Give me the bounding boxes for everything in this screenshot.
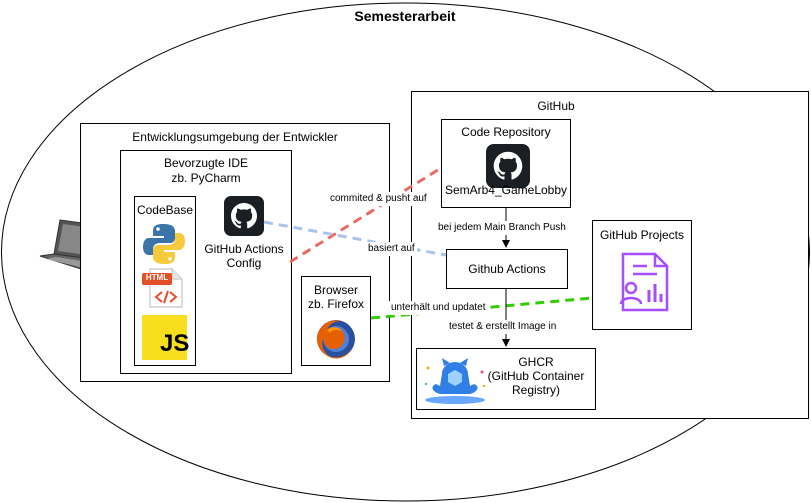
html-file-icon — [142, 268, 183, 308]
based-on-label: basiert auf — [366, 242, 417, 256]
code-repository-label: Code Repository — [461, 125, 551, 139]
github-projects-icon — [619, 252, 669, 312]
based-on-edge — [263, 220, 447, 257]
actions-config-line1: GitHub Actions — [204, 242, 284, 256]
push-trigger-label: bei jedem Main Branch Push — [436, 221, 568, 235]
github-config-icon — [224, 196, 264, 236]
ghcr-line2: (GitHub Container — [487, 369, 585, 383]
repo-name: SemArb4_GameLobby — [444, 183, 568, 197]
dev-environment-label: Entwicklungsumgebung der Entwickler — [132, 130, 338, 144]
browser-line2: zb. Firefox — [307, 297, 364, 311]
ghcr-line1: GHCR — [518, 355, 554, 369]
ide-title-line2: zb. PyCharm — [171, 171, 241, 185]
github-label: GitHub — [537, 99, 575, 113]
diagram-title: Semesterarbeit — [354, 8, 456, 24]
github-actions-label: Github Actions — [468, 262, 546, 276]
javascript-icon — [142, 315, 187, 360]
browser-line1: Browser — [313, 283, 358, 297]
maintains-label: unterhält und updatet — [389, 301, 488, 315]
codebase-label: CodeBase — [136, 203, 194, 217]
github-repo-icon — [486, 144, 530, 188]
html-badge: HTML — [145, 273, 169, 282]
python-icon — [143, 224, 185, 264]
github-projects-label: GitHub Projects — [599, 228, 685, 242]
javascript-badge: JS — [160, 330, 190, 357]
ghcr-line3: Registry) — [511, 383, 560, 397]
ghcr-octocat-icon — [424, 358, 486, 404]
actions-config-line2: Config — [226, 256, 262, 270]
ide-title-line1: Bevorzugte IDE — [163, 156, 249, 170]
commit-edge-label: commited & pusht auf — [328, 192, 429, 206]
github-actions-box — [446, 249, 568, 289]
firefox-icon — [317, 320, 355, 359]
tests-label: testet & erstellt Image in — [447, 320, 559, 334]
